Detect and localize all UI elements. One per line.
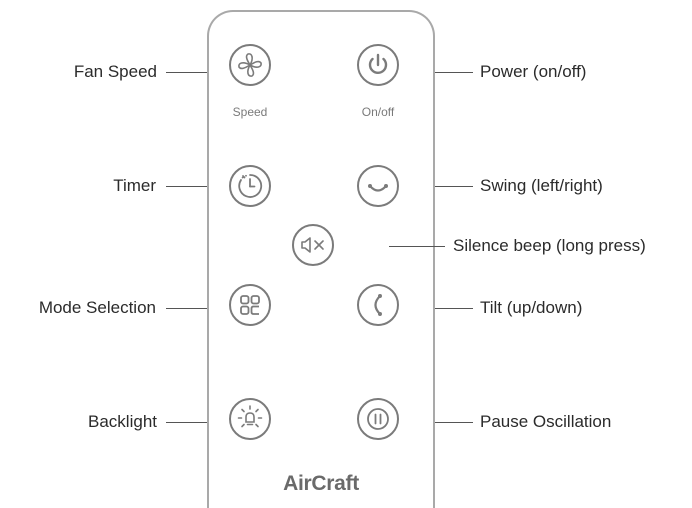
callout-mode-selection: Mode Selection xyxy=(38,298,156,317)
callout-timer: Timer xyxy=(113,176,156,195)
callout-line-swing xyxy=(435,186,473,187)
power-icon xyxy=(368,53,388,74)
callout-backlight: Backlight xyxy=(88,412,157,431)
callout-line-silence-beep xyxy=(389,246,445,247)
callout-line-power xyxy=(435,72,473,73)
power-button[interactable] xyxy=(357,44,399,86)
speed-sublabel: Speed xyxy=(232,105,268,119)
fan-icon xyxy=(238,53,262,77)
callout-line-pause-oscillation xyxy=(435,422,473,423)
callout-tilt: Tilt (up/down) xyxy=(480,298,583,317)
fan-speed-button[interactable] xyxy=(229,44,271,86)
on-off-sublabel: On/off xyxy=(361,105,395,119)
callout-line-tilt xyxy=(435,308,473,309)
mute-icon xyxy=(301,237,324,253)
swing-icon xyxy=(368,184,388,192)
brand-logo-text: AirCraft xyxy=(283,472,359,495)
pause-icon xyxy=(367,408,389,430)
light-bulb-icon xyxy=(237,405,263,428)
callout-line-timer xyxy=(166,186,207,187)
callout-pause-oscillation: Pause Oscillation xyxy=(480,412,612,431)
swing-button[interactable] xyxy=(357,165,399,207)
callout-line-fan-speed xyxy=(166,72,207,73)
tilt-button[interactable] xyxy=(357,284,399,326)
mode-selection-button[interactable] xyxy=(229,284,271,326)
silence-beep-button[interactable] xyxy=(292,224,334,266)
callout-silence-beep: Silence beep (long press) xyxy=(453,236,646,255)
pause-oscillation-button[interactable] xyxy=(357,398,399,440)
callout-line-backlight xyxy=(166,422,207,423)
mode-grid-icon xyxy=(240,295,260,315)
tilt-icon xyxy=(374,294,382,316)
callout-swing: Swing (left/right) xyxy=(480,176,603,195)
timer-button[interactable] xyxy=(229,165,271,207)
timer-icon xyxy=(238,174,263,198)
callout-power: Power (on/off) xyxy=(480,62,587,81)
callout-line-mode-selection xyxy=(166,308,207,309)
callout-fan-speed: Fan Speed xyxy=(73,62,157,81)
backlight-button[interactable] xyxy=(229,398,271,440)
